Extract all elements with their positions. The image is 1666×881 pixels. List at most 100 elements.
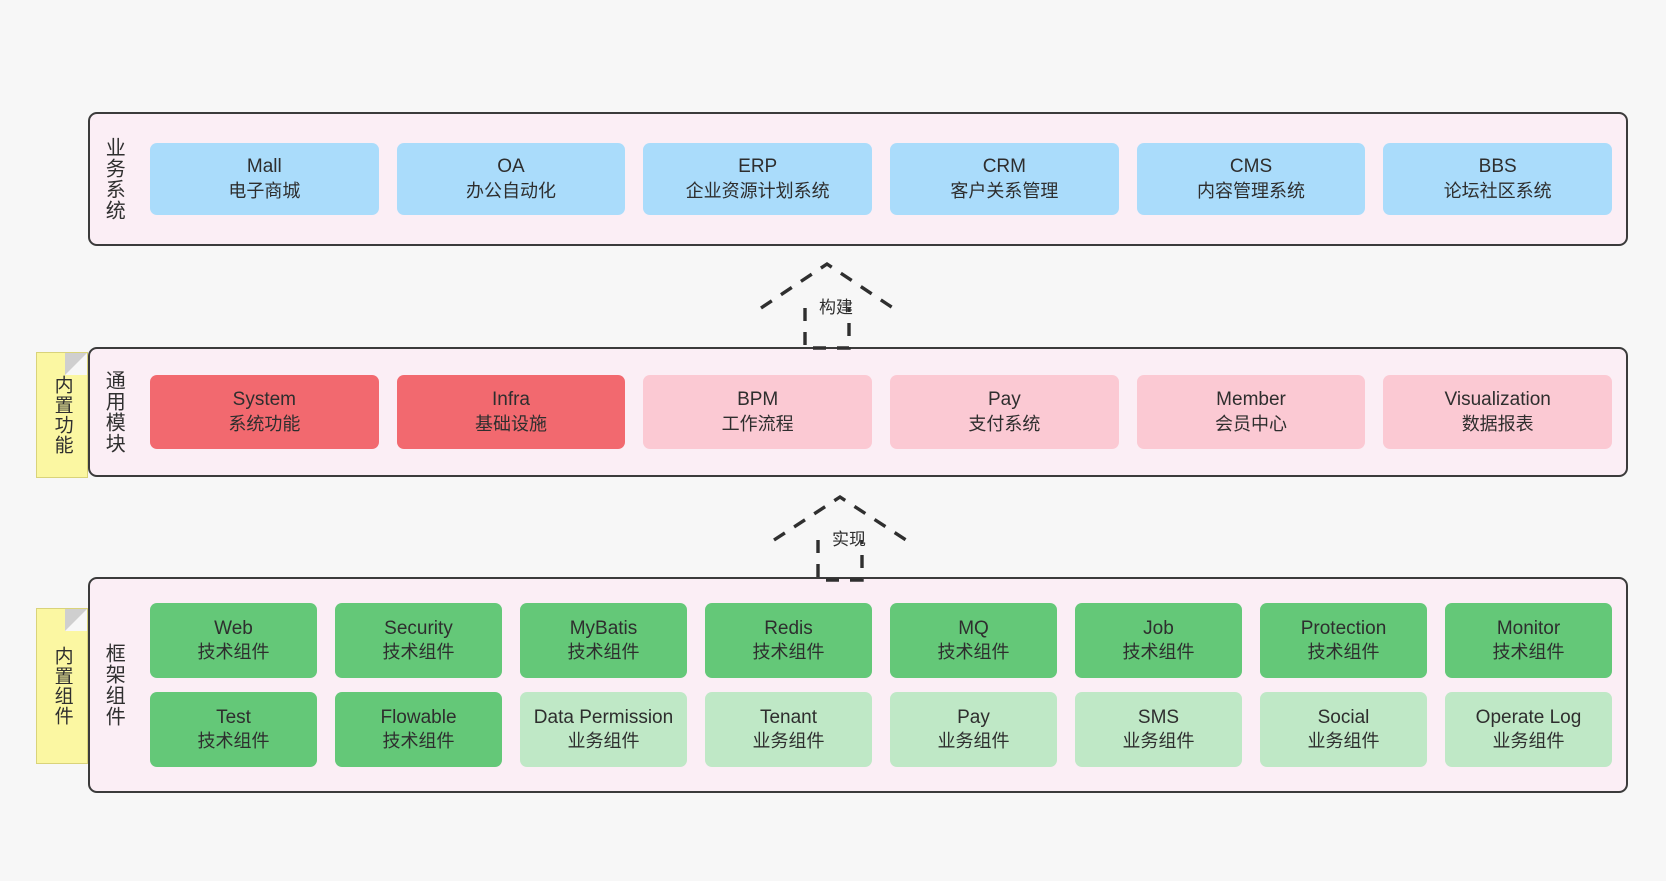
realization-arrow-build: 构建 <box>757 258 897 350</box>
module-card-title: MQ <box>958 617 989 639</box>
module-card-subtitle: 技术组件 <box>1122 642 1195 663</box>
module-card-title: Security <box>384 617 453 639</box>
module-card-subtitle: 工作流程 <box>721 413 794 434</box>
module-card-title: Monitor <box>1496 617 1561 639</box>
module-card-title: Pay <box>987 389 1021 411</box>
module-card-subtitle: 业务组件 <box>937 731 1010 752</box>
module-card-title: Flowable <box>380 706 457 728</box>
module-card-subtitle: 数据报表 <box>1461 413 1534 434</box>
module-card-title: Pay <box>957 706 990 728</box>
module-card-subtitle: 技术组件 <box>1492 642 1565 663</box>
module-card[interactable]: Operate Log 业务组件 <box>1445 692 1612 767</box>
module-card-title: Protection <box>1300 617 1387 639</box>
module-card-subtitle: 客户关系管理 <box>950 180 1059 201</box>
module-card-title: Mall <box>246 156 282 178</box>
module-card[interactable]: Web 技术组件 <box>150 603 317 678</box>
module-card-title: Test <box>216 706 251 728</box>
module-card-subtitle: 业务组件 <box>752 731 825 752</box>
layer-title-business: 业务系统 <box>102 137 125 221</box>
module-card-title: SMS <box>1137 706 1180 728</box>
module-card[interactable]: Test 技术组件 <box>150 692 317 767</box>
module-card[interactable]: Data Permission 业务组件 <box>520 692 687 767</box>
module-card-subtitle: 电子商城 <box>228 180 301 201</box>
module-card-title: MyBatis <box>569 617 638 639</box>
module-card[interactable]: Job 技术组件 <box>1075 603 1242 678</box>
module-card[interactable]: Pay 业务组件 <box>890 692 1057 767</box>
module-card[interactable]: MQ 技术组件 <box>890 603 1057 678</box>
module-card-subtitle: 技术组件 <box>382 642 455 663</box>
module-card-subtitle: 企业资源计划系统 <box>685 180 830 201</box>
layer-framework-components: 框架组件 Web 技术组件 Security 技术组件 MyBatis 技术组件 Redis… <box>88 577 1628 793</box>
module-card-subtitle: 内容管理系统 <box>1197 180 1306 201</box>
module-card-title: Redis <box>764 617 813 639</box>
module-card[interactable]: Tenant 业务组件 <box>705 692 872 767</box>
layer-title-framework: 框架组件 <box>102 643 125 727</box>
module-card-subtitle: 技术组件 <box>1307 642 1380 663</box>
sticky-note-builtin-features: 内置功能 <box>36 352 88 478</box>
module-card[interactable]: Security 技术组件 <box>335 603 502 678</box>
module-card-subtitle: 系统功能 <box>228 413 301 434</box>
module-card-subtitle: 技术组件 <box>382 731 455 752</box>
module-card-subtitle: 论坛社区系统 <box>1443 180 1552 201</box>
module-card-subtitle: 技术组件 <box>197 642 270 663</box>
module-card-title: CMS <box>1229 156 1273 178</box>
module-card-subtitle: 业务组件 <box>567 731 640 752</box>
module-card-subtitle: 会员中心 <box>1215 413 1288 434</box>
dashed-arrow-icon <box>760 261 894 350</box>
module-card-subtitle: 办公自动化 <box>466 180 556 201</box>
module-card-subtitle: 技术组件 <box>197 731 270 752</box>
module-card-subtitle: 技术组件 <box>567 642 640 663</box>
module-card-title: CRM <box>982 156 1026 178</box>
module-card-subtitle: 业务组件 <box>1122 731 1195 752</box>
module-card-title: Member <box>1216 389 1286 411</box>
sticky-note-builtin-components: 内置组件 <box>36 608 88 764</box>
module-card[interactable]: MyBatis 技术组件 <box>520 603 687 678</box>
dashed-arrow-icon <box>773 494 907 582</box>
module-card-title: Infra <box>491 389 531 411</box>
module-card-title: Operate Log <box>1475 706 1582 728</box>
module-card-title: Web <box>214 617 253 639</box>
module-card[interactable]: Monitor 技术组件 <box>1445 603 1612 678</box>
module-card-subtitle: 技术组件 <box>937 642 1010 663</box>
module-card-subtitle: 业务组件 <box>1307 731 1380 752</box>
arrow-label-build: 构建 <box>819 298 853 317</box>
module-card[interactable]: SMS 业务组件 <box>1075 692 1242 767</box>
layer-title-common: 通用模块 <box>102 370 125 454</box>
module-card-title: System <box>232 389 297 411</box>
module-card-title: Job <box>1143 617 1174 639</box>
module-card[interactable]: Protection 技术组件 <box>1260 603 1427 678</box>
module-card-subtitle: 业务组件 <box>1492 731 1565 752</box>
module-card-title: Tenant <box>759 706 818 728</box>
module-card-title: Social <box>1317 706 1370 728</box>
module-card-title: BPM <box>737 389 779 411</box>
module-card[interactable]: Flowable 技术组件 <box>335 692 502 767</box>
module-card-title: BBS <box>1478 156 1517 178</box>
module-card-title: Visualization <box>1444 389 1551 411</box>
module-card-title: Data Permission <box>533 706 674 728</box>
module-card-subtitle: 支付系统 <box>968 413 1041 434</box>
module-card-title: OA <box>497 156 525 178</box>
module-card-title: ERP <box>738 156 778 178</box>
module-card[interactable]: Social 业务组件 <box>1260 692 1427 767</box>
